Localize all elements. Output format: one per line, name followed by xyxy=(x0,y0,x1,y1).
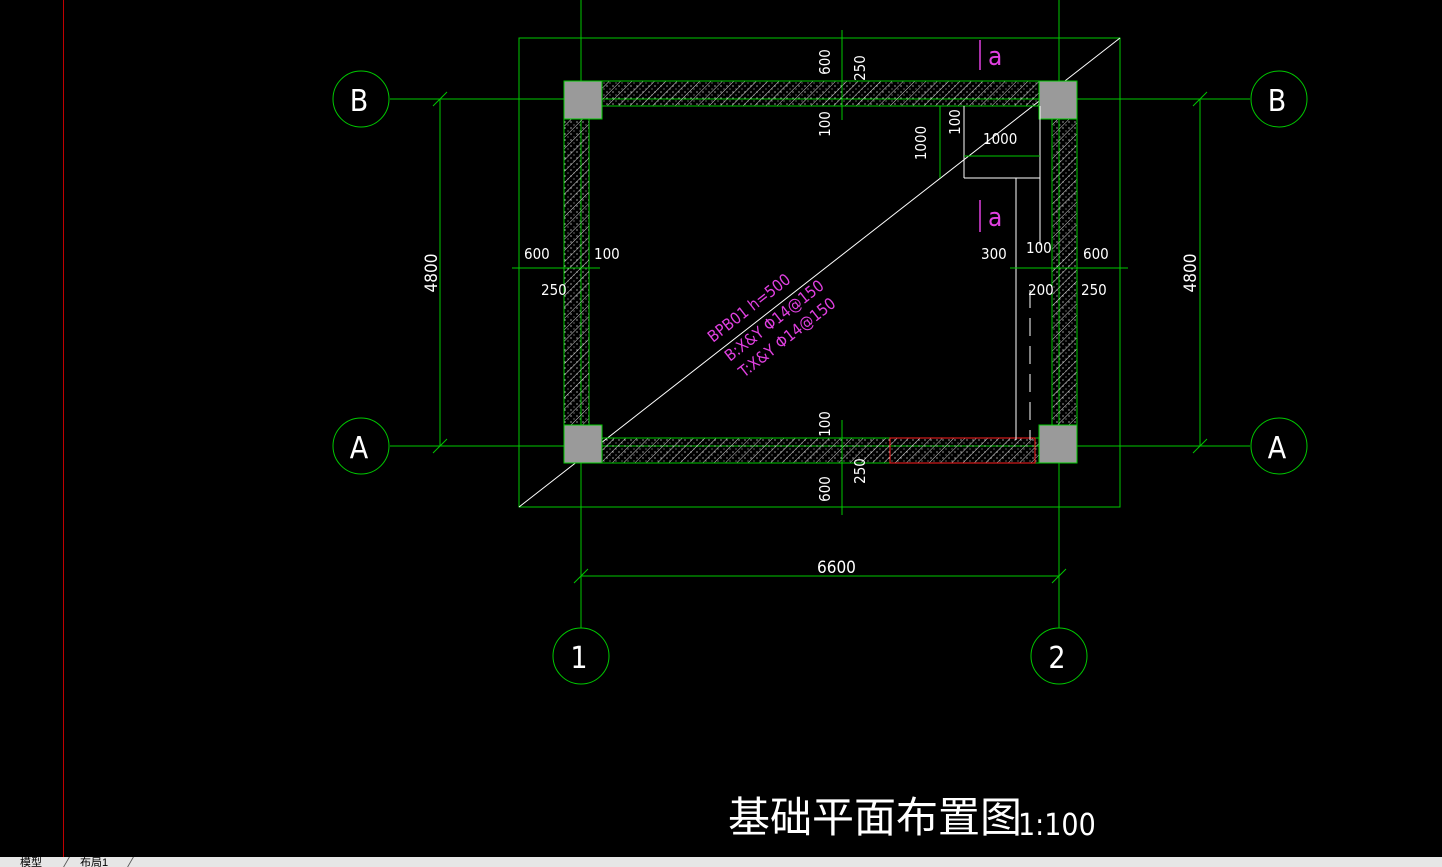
axis-bubble-b-left xyxy=(332,70,390,128)
dim-bottom-250: 250 xyxy=(851,458,869,484)
dim-overall-width: 6600 xyxy=(817,558,856,578)
axis-bubble-a-right xyxy=(1250,417,1308,475)
section-mark-a-top: a xyxy=(988,42,1002,72)
dim-right-100: 100 xyxy=(1026,239,1052,257)
tab-separator xyxy=(63,857,70,867)
dim-right-600: 600 xyxy=(1083,245,1109,263)
dim-left-100: 100 xyxy=(594,245,620,263)
tab-layout1[interactable]: 布局1 xyxy=(80,857,109,867)
dim-height-left: 4800 xyxy=(422,254,442,293)
walls xyxy=(563,80,1078,464)
dim-opening-1000-h: 1000 xyxy=(983,130,1017,148)
footing-outline xyxy=(518,37,1121,508)
section-mark-a-mid: a xyxy=(988,203,1002,233)
axis-label-b-left: B xyxy=(350,84,369,119)
slab-diagonal-line xyxy=(518,37,1121,508)
columns xyxy=(563,80,1078,464)
tab-separator xyxy=(127,857,134,867)
dim-right-300: 300 xyxy=(981,245,1007,263)
dim-left-600: 600 xyxy=(524,245,550,263)
layout-tab-bar: 模型 布局1 xyxy=(0,857,1442,867)
axis-bubble-1 xyxy=(552,627,610,685)
dim-opening-1000-v: 1000 xyxy=(912,126,930,160)
axis-bubble-a-left xyxy=(332,417,390,475)
dim-bottom-100: 100 xyxy=(816,411,834,437)
axis-label-2: 2 xyxy=(1048,641,1065,676)
dim-height-right: 4800 xyxy=(1181,254,1201,293)
viewport-edge-line xyxy=(63,0,64,857)
dim-top-600: 600 xyxy=(816,49,834,75)
dim-top-250: 250 xyxy=(851,55,869,81)
axis-label-a-right: A xyxy=(1268,431,1287,466)
dim-right-200: 200 xyxy=(1028,281,1054,299)
axis-label-a-left: A xyxy=(350,431,369,466)
axis-bubble-2 xyxy=(1030,627,1088,685)
bottom-wall-red-segment xyxy=(889,437,1036,464)
dimension-lines xyxy=(432,30,1208,584)
dim-top-100: 100 xyxy=(816,111,834,137)
axis-label-1: 1 xyxy=(570,641,587,676)
drawing-title: 基础平面布置图 xyxy=(728,793,1022,842)
column-b2 xyxy=(1038,80,1078,120)
dim-opening-100: 100 xyxy=(946,109,964,135)
drawing-scale: 1:100 xyxy=(1018,808,1096,843)
dim-bottom-600: 600 xyxy=(816,476,834,502)
tab-model[interactable]: 模型 xyxy=(20,857,42,867)
axis-bubbles xyxy=(332,70,1308,685)
dim-left-250: 250 xyxy=(541,281,567,299)
opening-detail xyxy=(963,106,1041,440)
column-a2 xyxy=(1038,424,1078,464)
axis-bubble-b-right xyxy=(1250,70,1308,128)
axis-label-b-right: B xyxy=(1268,84,1287,119)
column-a1 xyxy=(563,424,603,464)
column-b1 xyxy=(563,80,603,120)
dim-right-250: 250 xyxy=(1081,281,1107,299)
